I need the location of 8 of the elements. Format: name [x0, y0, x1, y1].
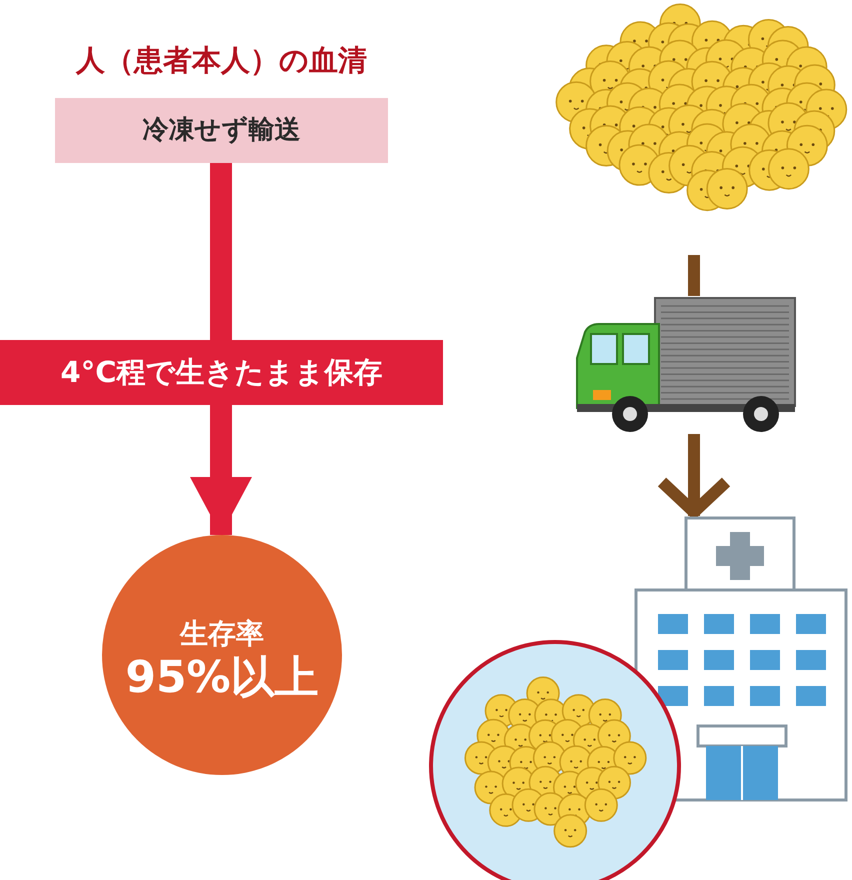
arrow: [190, 405, 252, 535]
label-box: 冷凍せず輸送: [55, 98, 388, 163]
heading: 人（患者本人）の血清: [74, 42, 368, 79]
result-circle: 生存率 95%以上: [102, 535, 342, 775]
arrow: [656, 434, 732, 518]
connector-line: [688, 255, 700, 296]
connector-line: [210, 163, 232, 340]
banner: 4°C程で生きたまま保存: [0, 340, 443, 405]
